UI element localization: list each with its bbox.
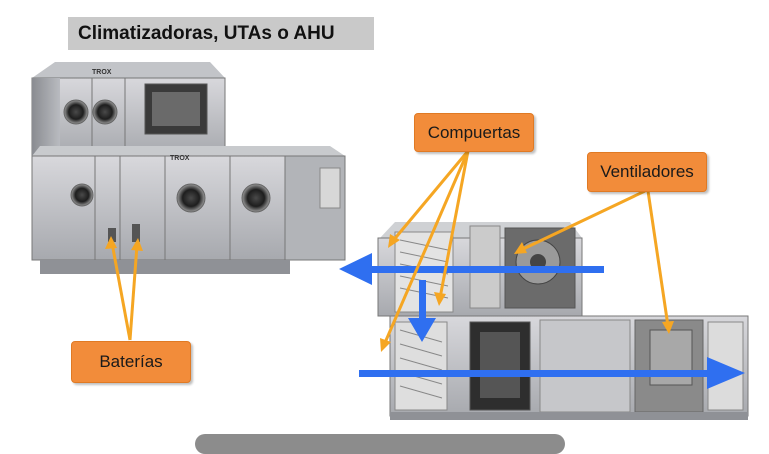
pointer-arrowheads	[105, 234, 674, 352]
pointer-compuertas-2	[438, 150, 470, 299]
filter-media	[480, 332, 520, 398]
callout-baterias: Baterías	[71, 341, 191, 383]
airflow-arrow-supply-head	[707, 357, 745, 389]
coil-connection	[132, 224, 140, 242]
pointer-baterias-2	[128, 244, 139, 341]
porthole	[63, 99, 89, 125]
lower-section-base	[390, 412, 748, 420]
ahu-photo-left: TROX TROX	[31, 62, 346, 274]
airflow-arrow-return-head	[339, 253, 372, 285]
upper-unit-top	[32, 62, 225, 78]
porthole	[92, 99, 118, 125]
pointer-compuertas-1	[390, 150, 470, 243]
damper-frame	[394, 321, 448, 411]
upper-unit-louver	[152, 92, 200, 126]
porthole	[176, 183, 206, 213]
lower-unit-top	[32, 146, 345, 156]
airflow-arrows	[339, 253, 745, 389]
pointer-ventiladores-2	[646, 190, 670, 327]
lower-unit-base	[40, 260, 290, 274]
page-title: Climatizadoras, UTAs o AHU	[68, 17, 374, 50]
pointer-arrows	[110, 150, 670, 346]
airflow-arrow-supply-shaft	[359, 370, 709, 377]
pointer-baterias-1	[110, 242, 132, 341]
porthole	[241, 183, 271, 213]
coil-connection	[108, 228, 116, 242]
upper-unit-side	[32, 78, 60, 156]
porthole	[70, 183, 94, 207]
callout-ventiladores: Ventiladores	[587, 152, 707, 192]
airflow-arrow-mix-head	[408, 318, 436, 342]
coil-section	[539, 319, 631, 413]
lower-unit-grille	[319, 167, 341, 209]
brand-label: TROX	[170, 155, 190, 162]
airflow-arrow-return-shaft	[370, 266, 604, 273]
bottom-banner	[195, 434, 565, 454]
callout-compuertas: Compuertas	[414, 113, 534, 152]
pointer-ventiladores-1	[520, 189, 646, 252]
brand-label: TROX	[92, 69, 112, 76]
airflow-arrow-mix-shaft	[419, 280, 426, 324]
pointer-compuertas-3	[382, 150, 470, 346]
ahu-diagram: TROX TROX	[31, 62, 749, 420]
